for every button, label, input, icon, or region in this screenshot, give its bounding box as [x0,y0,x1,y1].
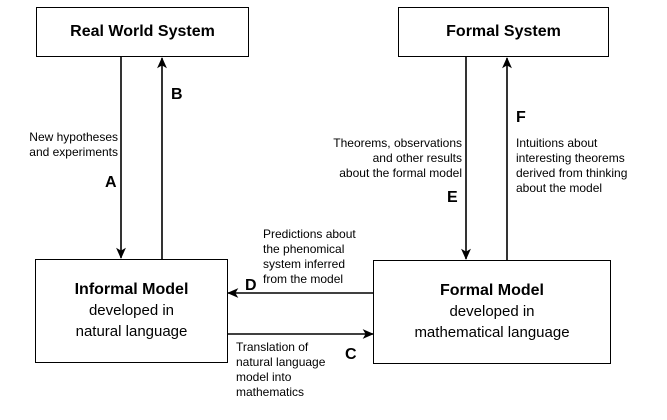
node-formal-model-title: Formal Model [439,282,544,299]
node-informal-model[interactable]: Informal Model developed in natural lang… [35,259,228,363]
edge-d-label: Predictions about the phenomical system … [263,227,356,286]
edge-d-letter: D [245,277,257,294]
node-formal-model[interactable]: Formal Model developed in mathematical l… [373,260,611,364]
edge-a-letter: A [105,174,117,191]
node-real-world-system-title: Real World System [70,23,215,40]
node-informal-model-subtitle-line-2: natural language [75,323,188,340]
node-formal-model-subtitle-line-1: developed in [449,303,535,320]
edge-f-letter: F [516,109,526,126]
node-real-world-system[interactable]: Real World System [36,7,249,57]
edge-f-label: Intuitions about interesting theorems de… [516,136,628,195]
edge-e-label: Theorems, observations and other results… [333,136,462,180]
edge-a-label: New hypotheses and experiments [29,130,118,159]
node-informal-model-subtitle-line-1: developed in [88,302,175,319]
edge-c-letter: C [345,346,357,363]
edge-c-label: Translation of natural language model in… [236,340,326,399]
edge-e-letter: E [447,189,458,206]
node-formal-system-title: Formal System [446,23,561,40]
node-informal-model-title: Informal Model [74,281,189,298]
node-formal-model-subtitle-line-2: mathematical language [414,324,570,341]
edge-b-letter: B [171,86,183,103]
node-formal-system[interactable]: Formal System [398,7,609,57]
